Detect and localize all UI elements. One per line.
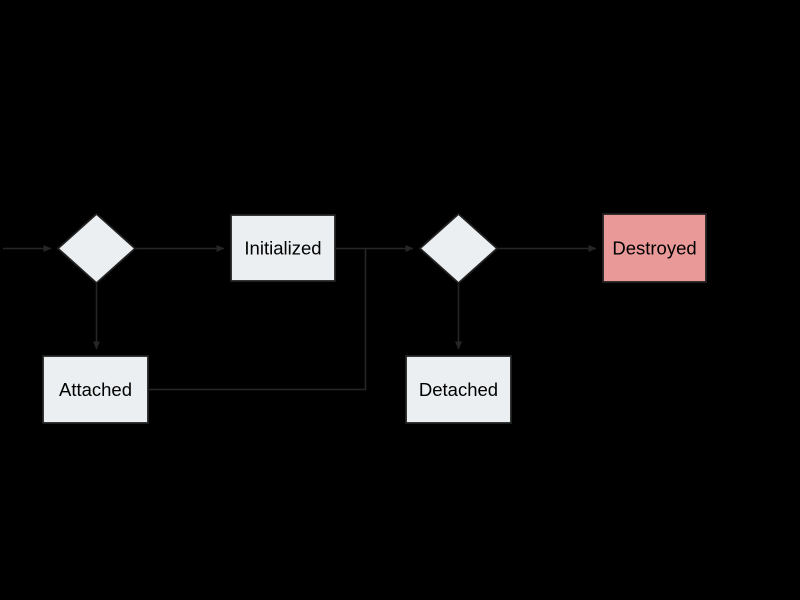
node-entry-decision <box>56 212 137 285</box>
node-detached: Detached <box>405 355 512 424</box>
entry-decision-diamond <box>56 212 137 285</box>
exit-decision-diamond <box>418 212 499 285</box>
node-initialized: Initialized <box>230 214 336 282</box>
attached-label: Attached <box>59 379 132 400</box>
initialized-label: Initialized <box>244 238 321 259</box>
edge-attached-to-exit-decision <box>149 249 367 391</box>
attached-box <box>42 355 149 424</box>
node-attached: Attached <box>42 355 149 424</box>
initialized-box <box>230 214 336 282</box>
detached-box <box>405 355 512 424</box>
destroyed-box <box>602 213 707 283</box>
node-destroyed: Destroyed <box>602 213 707 283</box>
destroyed-label: Destroyed <box>612 238 696 259</box>
detached-label: Detached <box>419 379 498 400</box>
edge-layer <box>3 245 597 391</box>
node-exit-decision <box>418 212 499 285</box>
